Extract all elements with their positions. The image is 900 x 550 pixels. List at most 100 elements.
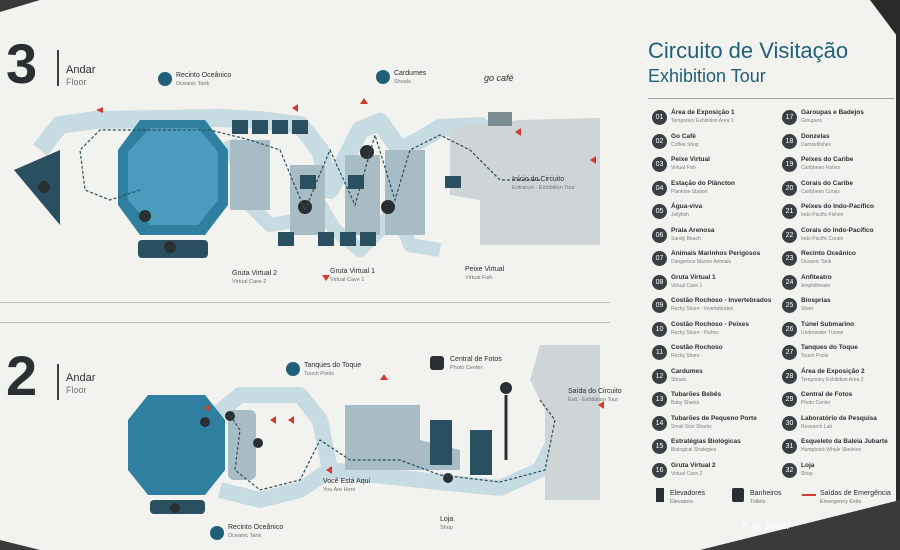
legend-number: 10: [652, 321, 667, 337]
label-voce-esta-aqui: Você Está Aqui You Are Here: [323, 478, 370, 494]
legend-label-en: Plankton Station: [671, 188, 708, 195]
legend-label-en: Virtual Fish: [671, 165, 696, 171]
legend-number: 27: [782, 345, 797, 360]
legend-label-pt: Garoupas e Badejos: [801, 109, 864, 116]
legend-number: 22: [782, 227, 797, 243]
legend-label-pt: Corais do Indo-Pacífico: [801, 226, 874, 234]
label-pt: Central de Fotos: [450, 356, 502, 363]
legend-label-en: Shop: [801, 470, 813, 477]
legend-label-en: Temporary Exhibition Area 2: [801, 376, 864, 383]
restroom-icon: [732, 488, 744, 502]
legend-label-en: Touch Pools: [801, 353, 829, 359]
legend-label-en: Shoals: [671, 376, 687, 383]
legend-label-en: Temporary Exhibition Area 1: [671, 118, 734, 124]
label-en: Virtual Fish: [465, 275, 493, 281]
label-peixe-virtual: Peixe Virtual Virtual Fish: [465, 266, 504, 282]
label-cardumes: Cardumes Shoals: [394, 70, 426, 86]
floor-divider: [57, 364, 59, 400]
legend-number: 31: [782, 439, 797, 454]
label-en: Elevators: [670, 499, 693, 505]
legend-label-pt: Go Café: [671, 132, 696, 140]
legend-number: 23: [782, 251, 797, 266]
floor-separator: [0, 302, 610, 303]
floor-number: 3: [6, 32, 38, 95]
legend-number: 02: [652, 133, 667, 149]
oceanic-tank-icon: [210, 526, 224, 540]
legend-number: 12: [652, 368, 667, 384]
floor-3-map: [14, 98, 600, 281]
legend-label-pt: Estratégias Biológicas: [671, 438, 741, 445]
legend-number: 03: [652, 157, 667, 172]
legend-label-pt: Peixes do Caribe: [801, 156, 854, 163]
legend-label-pt: Área de Exposição 2: [801, 367, 865, 375]
label-en: You Are Here: [323, 487, 356, 493]
legend-restrooms: Banheiros Toilets: [750, 490, 782, 506]
label-tanques: Tanques do Toque Touch Pools: [304, 362, 361, 378]
legend-number: 25: [782, 298, 797, 313]
floor-separator: [0, 322, 610, 323]
legend-label-en: Humpback Whale Skeleton: [801, 447, 862, 453]
legend-label-pt: Água-viva: [671, 203, 703, 210]
label-en: Oceanic Tank: [176, 81, 210, 87]
legend-number: 32: [782, 462, 797, 478]
label-en: Virtual Cave 2: [232, 279, 267, 285]
label-central-fotos: Central de Fotos Photo Center: [450, 356, 502, 372]
label-gruta-1: Gruta Virtual 1 Virtual Cave 1: [330, 268, 375, 284]
label-pt: Recinto Oceânico: [228, 524, 284, 531]
label-pt: Você Está Aqui: [323, 478, 371, 485]
legend-label-en: Research Lab: [801, 423, 833, 430]
label-pt: Gruta Virtual 2: [232, 270, 278, 277]
legend-label-pt: Peixes do Indo-Pacífico: [801, 203, 874, 210]
legend-label-en: Dangerous Marine Animals: [671, 259, 732, 265]
touch-pools-icon: [286, 362, 300, 376]
label-pt: Recinto Oceânico: [176, 72, 232, 79]
legend-label-en: Rocky Shore: [671, 353, 700, 359]
legend-number: 14: [652, 415, 667, 431]
label-pt: Saída do Circuito: [568, 388, 622, 395]
legend-label-en: Small Size Sharks: [671, 423, 712, 430]
legend-label-pt: Costão Rochoso - Invertebrados: [671, 297, 772, 304]
legend-label-pt: Corais do Caribe: [801, 179, 854, 187]
legend-label-pt: Loja: [801, 461, 815, 469]
floor-label: Andar Floor: [66, 372, 95, 396]
label-pt: Banheiros: [750, 490, 782, 497]
legend-label-pt: Gruta Virtual 1: [671, 273, 716, 281]
floor-divider: [57, 50, 59, 86]
legend-label-en: Jellyfish: [671, 212, 689, 218]
title-en: Exhibition Tour: [648, 66, 766, 86]
label-pt: Peixe Virtual: [465, 266, 505, 273]
legend-number: 19: [782, 157, 797, 172]
label-recinto-oceanico-3: Recinto Oceânico Oceanic Tank: [176, 72, 231, 88]
legend-label-pt: Tubarões de Pequeno Porte: [671, 414, 757, 422]
legend-number: 18: [782, 133, 797, 149]
camera-icon: [430, 356, 444, 370]
legend-label-en: Indo-Pacific Fishes: [801, 212, 844, 218]
legend-label-en: Rocky Shore - Invertebrates: [671, 306, 734, 312]
legend-number: 06: [652, 227, 667, 243]
legend-label-pt: Costão Rochoso: [671, 344, 723, 351]
label-en: Touch Pools: [304, 371, 334, 377]
go-cafe-logo: go café: [484, 73, 514, 83]
legend-label-pt: Anfiteatro: [801, 273, 832, 281]
label-recinto-oceanico-2: Recinto Oceânico Oceanic Tank: [228, 524, 283, 540]
legend-number: 24: [782, 274, 797, 290]
